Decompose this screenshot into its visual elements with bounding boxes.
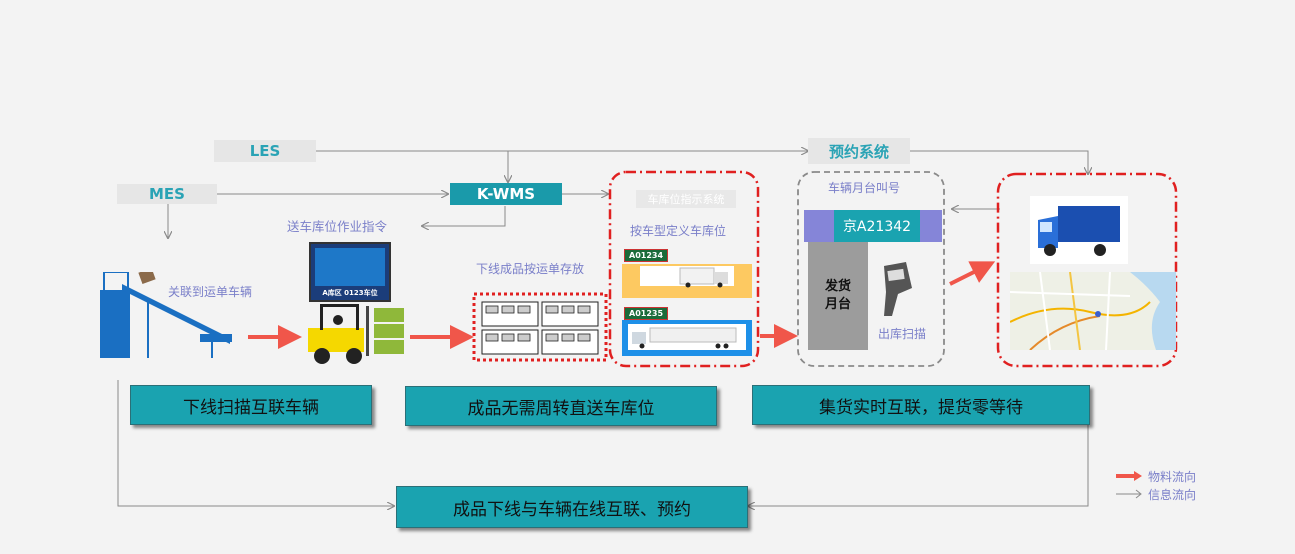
truck-photo xyxy=(1030,196,1128,264)
bay-slot-1 xyxy=(622,264,752,298)
legend-info-flow: 信息流向 xyxy=(1148,488,1197,502)
les-label: LES xyxy=(214,140,316,162)
storage-rack xyxy=(480,300,600,356)
dock-display-plate: 京A21342 xyxy=(834,210,920,242)
stage-realtime-link: 集货实时互联，提货零等待 xyxy=(752,385,1090,425)
right-frame xyxy=(996,172,1178,368)
legend: 物料流向 信息流向 xyxy=(1114,468,1254,504)
conveyor-machine xyxy=(100,272,232,358)
dock-display: 京A21342 xyxy=(804,210,942,242)
bay-indicator-label: 车库位指示系统 xyxy=(636,190,736,208)
stage-scan-link: 下线扫描互联车辆 xyxy=(130,385,372,425)
truck1-plate: A01234 xyxy=(624,249,669,262)
outbound-scan-note: 出库扫描 xyxy=(878,327,927,341)
kwms-label: K-WMS xyxy=(450,183,562,205)
mes-label: MES xyxy=(117,184,217,204)
warehouse-screen-text: A库区 0123车位 xyxy=(322,289,378,297)
legend-material-flow: 物料流向 xyxy=(1148,470,1197,484)
scanner-icon xyxy=(876,260,916,318)
rack-frame xyxy=(472,292,608,362)
kwms-to-warehouse-line xyxy=(422,206,506,226)
forklift-icon xyxy=(304,300,408,366)
booking-to-right-line xyxy=(910,150,1088,174)
link-waybill-note: 关联到运单车辆 xyxy=(168,285,253,299)
material-arrow-4 xyxy=(949,261,996,286)
dock-call-note: 车辆月台叫号 xyxy=(828,181,901,195)
stage-direct-to-bay: 成品无需周转直送车库位 xyxy=(405,386,717,426)
route-map xyxy=(1010,272,1176,350)
stage-online-booking: 成品下线与车辆在线互联、预约 xyxy=(396,486,748,528)
send-instruction-note: 送车库位作业指令 xyxy=(287,219,388,234)
bay-indicator-frame xyxy=(608,170,760,368)
define-bay-note: 按车型定义车库位 xyxy=(630,224,727,238)
warehouse-screen: A库区 0123车位 xyxy=(309,242,391,302)
right-to-bottom-line xyxy=(748,424,1089,506)
store-by-waybill-note: 下线成品按运单存放 xyxy=(476,262,585,276)
dock-frame xyxy=(797,171,945,367)
left-to-bottom-line xyxy=(117,380,394,506)
booking-system-label: 预约系统 xyxy=(808,138,910,164)
dock-platform: 发货 月台 xyxy=(808,242,868,350)
bay-slot-2 xyxy=(622,320,752,356)
truck2-plate: A01235 xyxy=(624,307,669,320)
